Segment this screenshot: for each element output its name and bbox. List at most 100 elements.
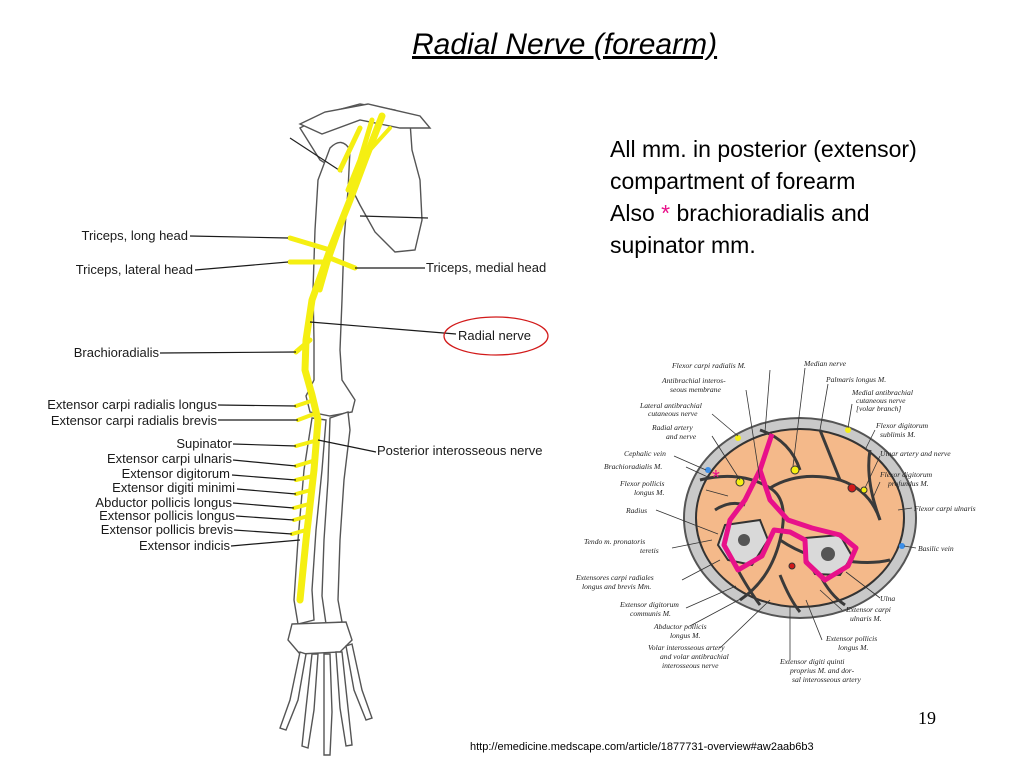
xs-fcu: Flexor carpi ulnaris [913, 504, 976, 513]
description-line-2: compartment of forearm [610, 168, 856, 194]
arm-labels-left: Triceps, long head Triceps, lateral head… [47, 228, 235, 553]
asterisk-marker: * [661, 200, 671, 226]
page-number: 19 [918, 708, 936, 728]
xs-epl-2: longus M. [838, 643, 868, 652]
label-extensor-digitorum: Extensor digitorum [122, 466, 230, 481]
carpal-shape [287, 621, 353, 655]
label-apl: Abductor pollicis longus [95, 495, 232, 510]
finger-2 [301, 653, 319, 749]
label-extensor-indicis: Extensor indicis [139, 538, 231, 553]
xs-ed-2: communis M. [630, 609, 671, 618]
xs-medial-cut-3: [volar branch] [856, 404, 901, 413]
xs-medial-cut-2: cutaneous nerve [856, 396, 906, 405]
xs-edq-3: sal interosseous artery [792, 675, 862, 684]
label-ecr-longus: Extensor carpi radialis longus [47, 397, 217, 412]
ulna-shape [321, 411, 351, 625]
ulnar-nerve-dot [860, 486, 868, 494]
xs-radius: Radius [625, 506, 647, 515]
xs-volar-1: Volar interosseous artery [648, 643, 725, 652]
description-line-3-start: Also [610, 200, 662, 226]
finger-4 [335, 651, 353, 747]
xs-ulna: Ulna [880, 594, 895, 603]
label-triceps-medial-head: Triceps, medial head [426, 260, 546, 275]
shoulder-pointers [289, 137, 429, 219]
xs-fdp-2: profundus M. [887, 479, 929, 488]
description-line-1: All mm. in posterior (extensor) [610, 136, 917, 162]
median-nerve-dot [790, 465, 800, 475]
xs-ecu-2: ulnaris M. [850, 614, 882, 623]
label-epb: Extensor pollicis brevis [101, 522, 234, 537]
pink-nerve-highlight [721, 433, 859, 583]
label-brachioradialis: Brachioradialis [74, 345, 160, 360]
radius-marrow [738, 534, 750, 546]
description-line-3-end: brachioradialis and [670, 200, 870, 226]
humerus-shape [305, 141, 356, 417]
ulna-marrow [821, 547, 835, 561]
xs-basilic: Basilic vein [918, 544, 954, 553]
xs-fds-2: sublimis M. [880, 430, 916, 439]
label-supinator: Supinator [176, 436, 232, 451]
xs-volar-2: and volar antibrachial [660, 652, 729, 661]
label-ecu: Extensor carpi ulnaris [107, 451, 232, 466]
xs-lateral-cut-1: Lateral antibrachial [639, 401, 702, 410]
basilic-vein-dot [899, 543, 905, 549]
xs-fdp-1: Flexor digitorum [879, 470, 933, 479]
xs-radial-artery-2: and nerve [666, 432, 697, 441]
description-line-4: supinator mm. [610, 232, 756, 258]
label-triceps-long-head: Triceps, long head [82, 228, 188, 243]
xs-ulnar-artery: Ulnar artery and nerve [880, 449, 951, 458]
source-url: http://emedicine.medscape.com/article/18… [470, 741, 814, 753]
xs-edq-2: proprius M. and dor- [789, 666, 855, 675]
description-text: All mm. in posterior (extensor) compartm… [610, 133, 1010, 261]
xs-ed-1: Extensor digitorum [619, 600, 679, 609]
label-posterior-interosseous: Posterior interosseous nerve [377, 443, 542, 458]
xs-lateral-cut-2: cutaneous nerve [648, 409, 698, 418]
radial-nerve-highlight-circle [443, 316, 549, 356]
finger-1 [279, 651, 307, 731]
cross-section-leader-lines [655, 367, 917, 660]
label-triceps-lateral-head: Triceps, lateral head [76, 262, 193, 277]
label-extensor-digiti-minimi: Extensor digiti minimi [112, 480, 235, 495]
xs-pronator-2: teretis [640, 546, 659, 555]
xs-pronator-1: Tendo m. pronatoris [584, 537, 645, 546]
arm-illustration [279, 103, 432, 756]
xs-fds-1: Flexor digitorum [875, 421, 929, 430]
ulnar-artery-dot [847, 483, 857, 493]
xs-ecr-1: Extensores carpi radiales [575, 573, 654, 582]
xs-apl-2: longus M. [670, 631, 700, 640]
xs-ecr-2: longus and brevis Mm. [582, 582, 651, 591]
xs-edq-1: Extensor digiti quinti [779, 657, 845, 666]
interosseous-artery-dot [788, 562, 796, 570]
medial-cutaneous-dot [845, 427, 851, 433]
xs-brachioradialis: Brachioradialis M. [604, 462, 662, 471]
cross-section-muscle [695, 428, 905, 608]
label-radial-nerve: Radial nerve [458, 328, 531, 343]
cross-section-asterisk: * [712, 467, 720, 489]
xs-median-nerve: Median nerve [803, 359, 847, 368]
xs-palmaris-longus: Palmaris longus M. [825, 375, 886, 384]
xs-ecu-1: Extensor carpi [845, 605, 891, 614]
label-ecr-brevis: Extensor carpi radialis brevis [51, 413, 218, 428]
description-line-3: Also * brachioradialis and [610, 197, 1010, 229]
xs-volar-3: interosseous nerve [662, 661, 719, 670]
xs-apl-1: Abductor pollicis [653, 622, 707, 631]
xs-flexor-carpi-radialis: Flexor carpi radialis M. [671, 361, 746, 370]
forearm-cross-section: * [683, 417, 917, 619]
clavicle-shape [298, 103, 432, 135]
page-title: Radial Nerve (forearm) [412, 28, 718, 61]
xs-epl-1: Extensor pollicis [825, 634, 877, 643]
xs-cephalic: Cephalic vein [624, 449, 666, 458]
radial-nerve-dot [735, 477, 745, 487]
finger-3 [323, 653, 333, 756]
xs-fpl-2: longus M. [634, 488, 664, 497]
arm-leader-lines [159, 235, 457, 547]
xs-radial-artery-1: Radial artery [651, 423, 693, 432]
xs-medial-cut-1: Medial antibrachial [851, 388, 913, 397]
xs-antibrachial-1: Antibrachial interos- [661, 376, 726, 385]
arm-labels-right: Triceps, medial head Radial nerve Poster… [377, 260, 549, 458]
radial-nerve-path [287, 112, 392, 604]
finger-5 [345, 643, 373, 721]
xs-fpl-1: Flexor pollicis [619, 479, 665, 488]
xs-antibrachial-2: seous membrane [670, 385, 721, 394]
